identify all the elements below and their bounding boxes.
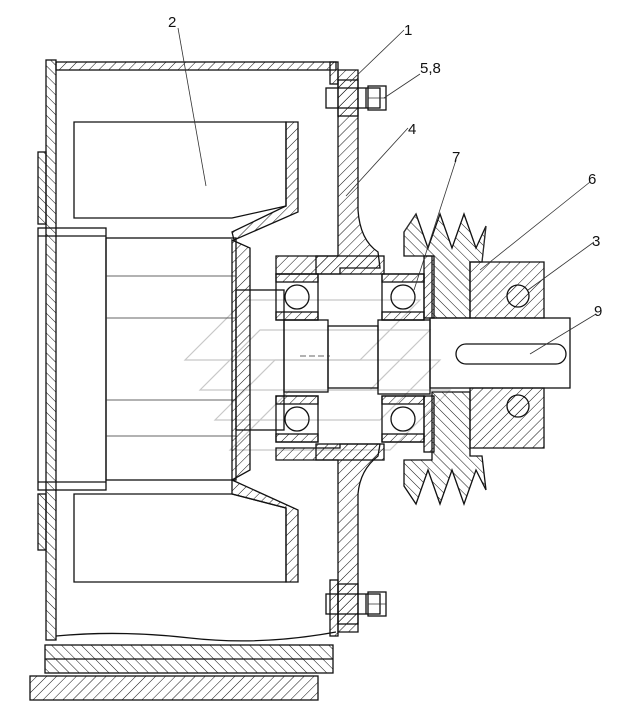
bearing-housing [275,69,435,633]
callout-1: 1 [404,22,412,39]
impeller-upper [73,121,299,241]
bolt-top [325,79,387,117]
callout-7: 7 [452,149,460,166]
leader-lines [177,27,597,355]
base-plate [29,644,334,701]
v-belt-pulley [403,212,487,506]
callout-labels: 2 1 5,8 4 7 6 3 9 [168,14,602,320]
callout-2: 2 [168,14,176,31]
shaft-key [455,343,567,365]
callout-5-8: 5,8 [420,60,441,77]
bearing-right-lower [381,395,425,443]
motor-body [37,227,251,491]
coupling-hub [469,261,545,449]
bearing-right-upper [381,273,425,321]
impeller-lower [73,478,299,583]
callout-3: 3 [592,233,600,250]
bearing-left-lower [275,395,319,443]
bolt-bottom [325,583,387,625]
bearing-left-upper [275,273,319,321]
callout-9: 9 [594,303,602,320]
callout-6: 6 [588,171,596,188]
fan-housing [37,59,339,642]
callout-4: 4 [408,121,416,138]
